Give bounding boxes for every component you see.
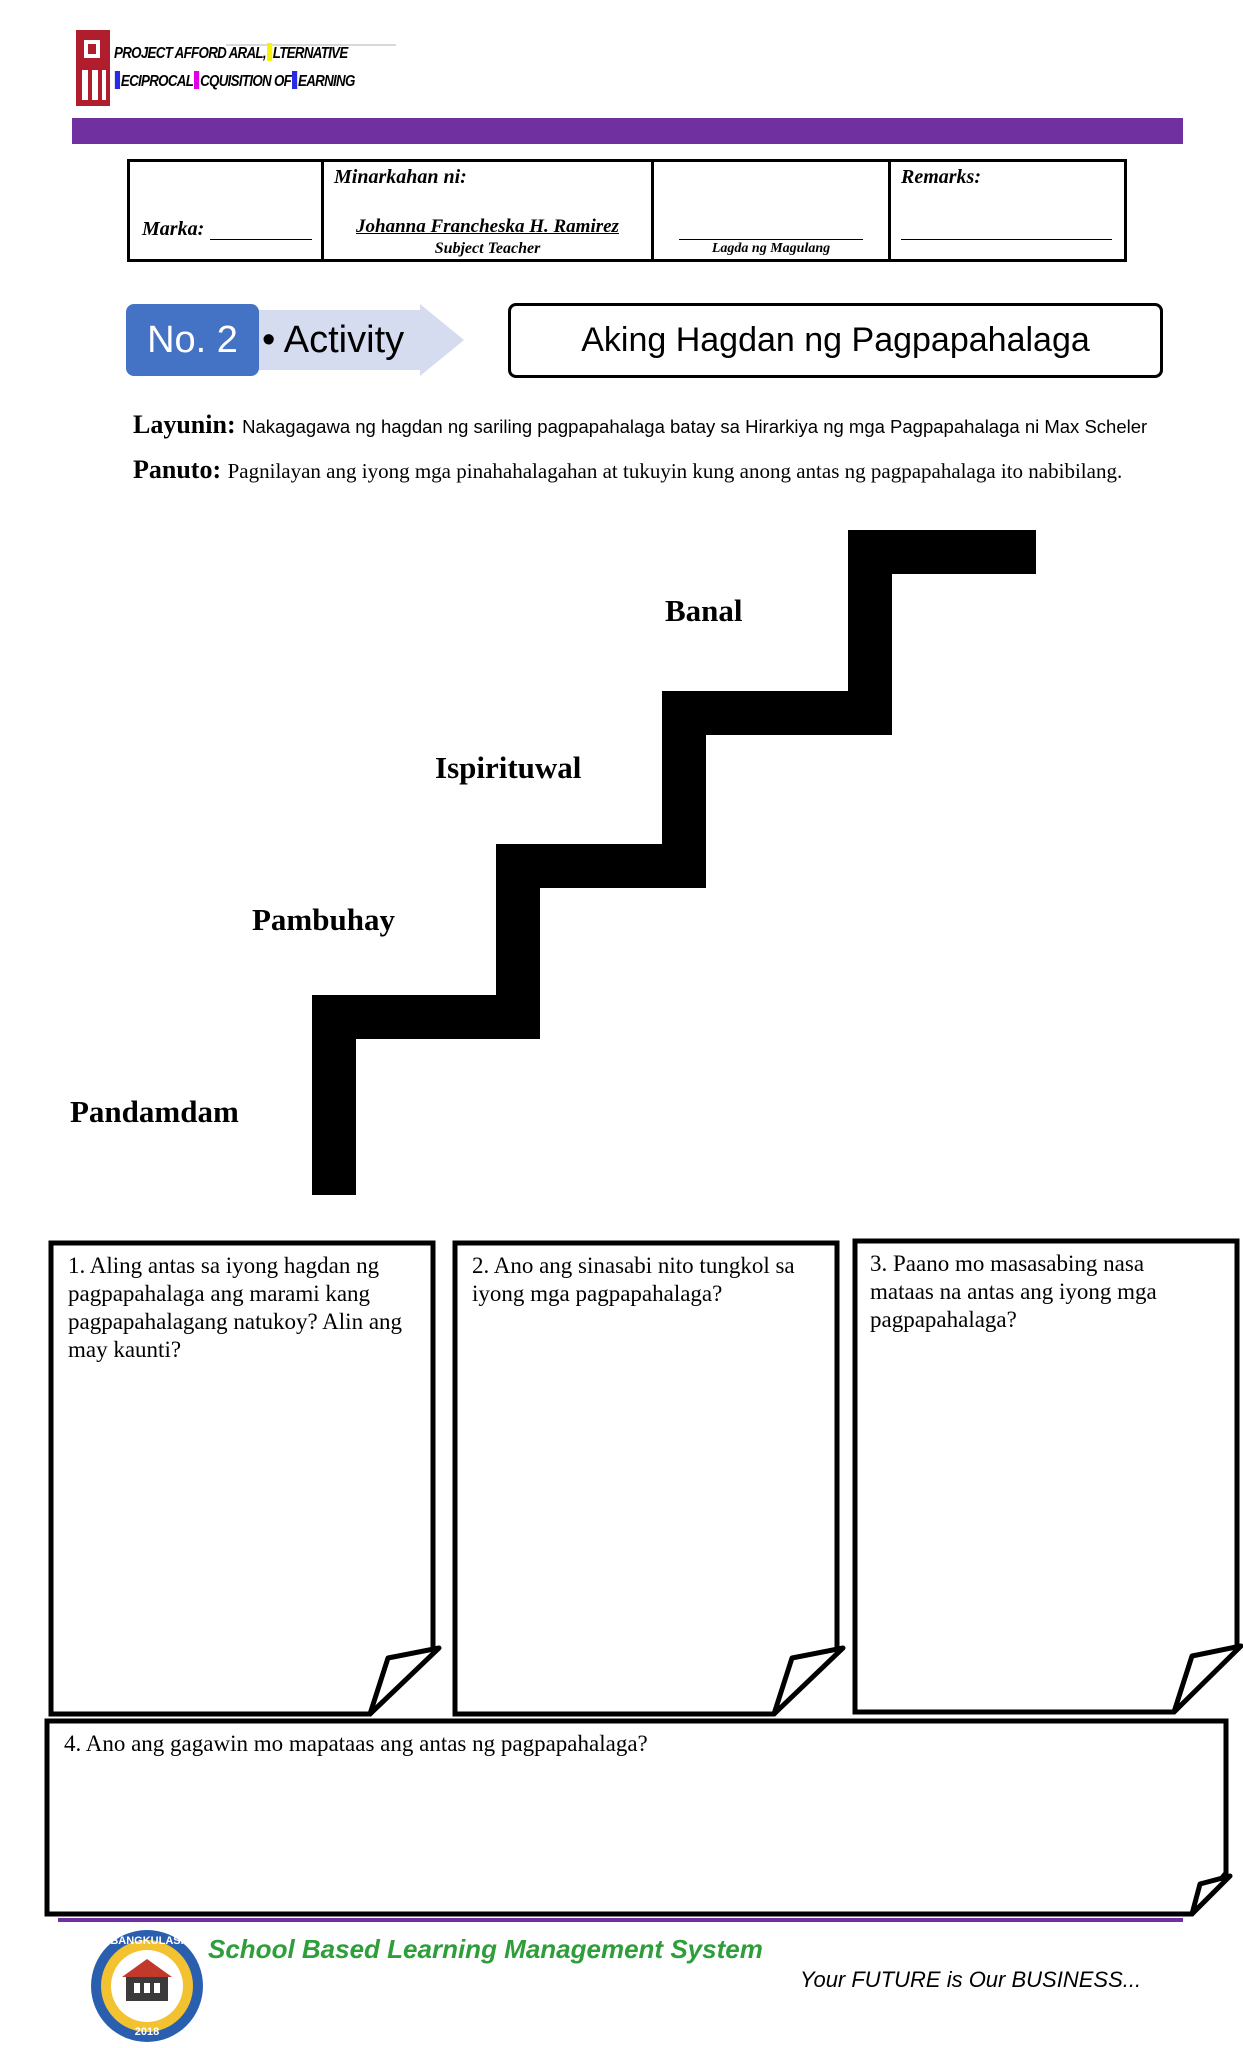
- objective-line: Layunin: Nakagagawa ng hagdan ng sarilin…: [133, 410, 1147, 440]
- activity-title: Aking Hagdan ng Pagpapahalaga: [508, 303, 1163, 378]
- logo-line1a: PROJECT AFFORD ARAL,: [114, 45, 267, 62]
- teacher-role: Subject Teacher: [434, 240, 541, 257]
- logo-line2a: ECIPROCAL: [120, 73, 194, 90]
- school-seal-icon: BANGKULASI 2018: [91, 1930, 203, 2042]
- teacher-name: Johanna Francheska H. Ramirez: [356, 216, 619, 237]
- seal-top-text: BANGKULASI: [110, 1935, 183, 1947]
- activity-label: • Activity: [262, 304, 404, 376]
- remarks-blank: [901, 239, 1112, 240]
- marka-blank: [210, 239, 312, 240]
- staircase-line: [312, 530, 1036, 1195]
- project-logo: PROJECT AFFORD ARAL, LTERNATIVE ECIPROCAL…: [76, 22, 396, 110]
- logo-top-rule: [226, 44, 396, 46]
- objective-text: Nakagagawa ng hagdan ng sariling pagpapa…: [242, 416, 1148, 437]
- footer-purple-line: [58, 1918, 1183, 1922]
- question-4-text: 4. Ano ang gagawin mo mapataas ang antas…: [64, 1731, 648, 1756]
- question-box-2[interactable]: 2. Ano ang sinasabi nito tungkol sa iyon…: [452, 1240, 846, 1718]
- logo-line1b: LTERNATIVE: [272, 45, 349, 62]
- curled-note-frame-icon: [452, 1240, 846, 1717]
- activity-arrow-banner: [240, 304, 464, 376]
- activity-label-text: Activity: [283, 319, 405, 361]
- question-box-3[interactable]: 3. Paano mo masasabing nasa mataas na an…: [852, 1238, 1243, 1716]
- curled-note-frame-icon: [852, 1238, 1243, 1715]
- question-1-text: 1. Aling antas sa iyong hagdan ng pagpap…: [68, 1253, 403, 1362]
- graded-by-cell: Minarkahan ni: Johanna Francheska H. Ram…: [324, 162, 654, 259]
- curled-note-frame-icon: [48, 1240, 442, 1717]
- parent-signature-cell: Lagda ng Magulang: [654, 162, 891, 259]
- activity-number-badge: No. 2: [126, 304, 259, 376]
- marka-cell: Marka:: [130, 162, 324, 259]
- logo-line2b: CQUISITION OF: [200, 73, 292, 90]
- instruction-label: Panuto:: [133, 455, 222, 484]
- marka-label: Marka:: [142, 218, 205, 240]
- step-label-ispirituwal: Ispirituwal: [435, 750, 582, 785]
- activity-bullet: •: [262, 319, 276, 361]
- step-label-banal: Banal: [665, 593, 743, 628]
- curled-note-frame-icon: [44, 1718, 1233, 1917]
- logo-line2c: EARNING: [297, 73, 355, 90]
- grading-table: Marka: Minarkahan ni: Johanna Francheska…: [127, 159, 1127, 262]
- question-3-text: 3. Paano mo masasabing nasa mataas na an…: [870, 1251, 1157, 1332]
- question-box-1[interactable]: 1. Aling antas sa iyong hagdan ng pagpap…: [48, 1240, 442, 1718]
- logo-wordmark: PROJECT AFFORD ARAL, LTERNATIVE ECIPROCAL…: [114, 40, 355, 96]
- instruction-line: Panuto: Pagnilayan ang iyong mga pinahah…: [133, 455, 1122, 485]
- instruction-text: Pagnilayan ang iyong mga pinahahalagahan…: [227, 459, 1123, 483]
- value-staircase: [312, 530, 1036, 1195]
- header-purple-bar: [72, 118, 1183, 144]
- parent-signature-label: Lagda ng Magulang: [711, 241, 831, 256]
- question-2-text: 2. Ano ang sinasabi nito tungkol sa iyon…: [472, 1253, 795, 1306]
- remarks-cell: Remarks:: [891, 162, 1124, 259]
- step-label-pandamdam: Pandamdam: [70, 1094, 239, 1129]
- footer-tagline: Your FUTURE is Our BUSINESS...: [800, 1967, 1142, 1992]
- question-box-4[interactable]: 4. Ano ang gagawin mo mapataas ang antas…: [44, 1718, 1234, 1918]
- step-label-pambuhay: Pambuhay: [252, 902, 395, 937]
- objective-label: Layunin:: [133, 410, 236, 439]
- graded-by-label: Minarkahan ni:: [334, 166, 467, 188]
- signature-blank: [679, 239, 863, 240]
- footer-title: School Based Learning Management System: [208, 1934, 763, 1964]
- seal-year: 2018: [135, 2026, 159, 2038]
- remarks-label: Remarks:: [901, 166, 981, 188]
- logo-emblem-icon: [76, 30, 110, 106]
